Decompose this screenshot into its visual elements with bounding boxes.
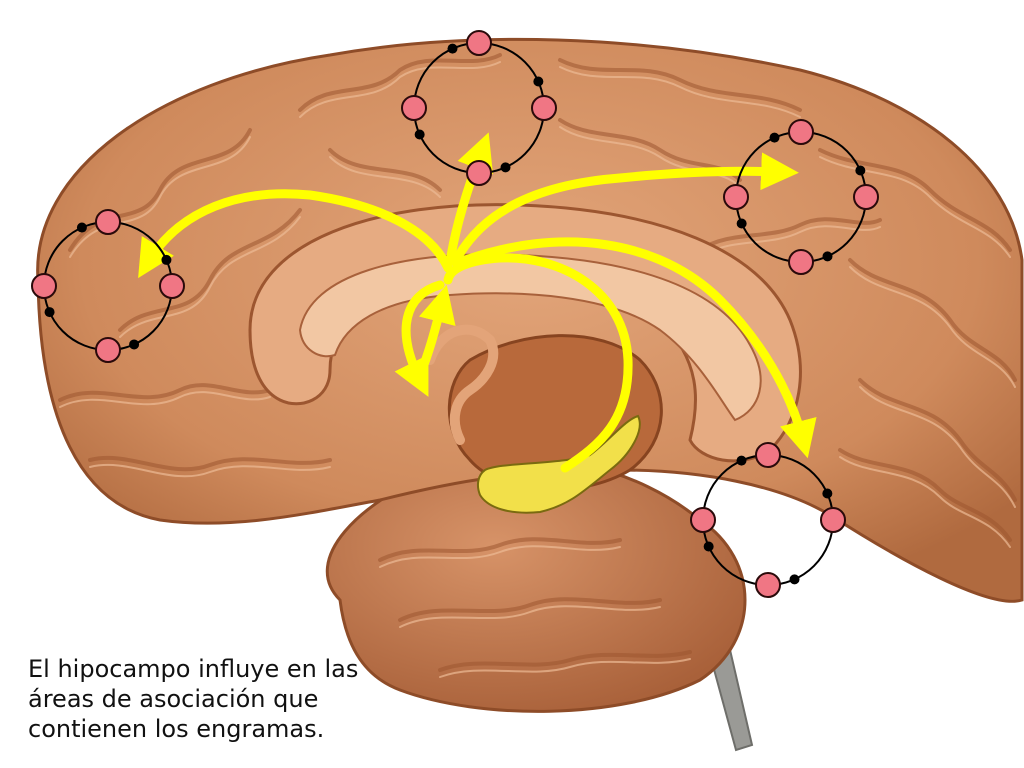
- neuron: [723, 184, 749, 210]
- gyrus-highlight-13: [379, 545, 621, 568]
- neuron: [159, 273, 185, 299]
- assembly-frontal: [31, 209, 185, 363]
- fornix: [425, 324, 499, 445]
- assembly-top: [401, 30, 557, 186]
- synapse-dot: [736, 218, 747, 229]
- neuron: [853, 184, 879, 210]
- arrow-to-diencephalon-up: [415, 284, 456, 380]
- sulcus-line-5: [848, 258, 1017, 382]
- synapse-dot: [855, 165, 866, 176]
- sulcus-line-8: [88, 455, 332, 472]
- synapse-dot: [533, 76, 544, 87]
- gyrus-highlight-2: [299, 61, 501, 118]
- assembly-parietal: [723, 119, 879, 275]
- sulcus-line-9: [328, 148, 442, 192]
- synapse-dot: [736, 455, 747, 466]
- sulcus-line-15: [438, 650, 692, 672]
- neuron: [95, 337, 121, 363]
- caption-line-2: áreas de asociación que: [28, 685, 319, 713]
- arrow-hippocampus-loop: [443, 253, 633, 473]
- gyrus-highlight-1: [119, 216, 301, 338]
- neuron: [31, 273, 57, 299]
- gyri-texture: [58, 53, 1017, 678]
- gyrus-highlight-15: [439, 658, 691, 678]
- gyrus-highlight-5: [849, 266, 1016, 388]
- caption-line-1: El hipocampo influye en las: [28, 655, 359, 683]
- neuron: [401, 95, 427, 121]
- neuron: [95, 209, 121, 235]
- gyrus-highlight-3: [559, 66, 801, 118]
- gyrus-highlight-12: [839, 456, 1011, 548]
- sulcus-line-11: [698, 217, 882, 252]
- synapse-dot: [822, 488, 833, 499]
- synapse-dot: [44, 307, 55, 318]
- sulcus-line-3: [558, 58, 802, 112]
- synapse-dot: [789, 574, 800, 585]
- sulcus-line-14: [398, 597, 662, 622]
- sulcus-line-12: [838, 448, 1012, 542]
- gyrus-highlight-6: [859, 386, 1016, 508]
- neuron: [755, 572, 781, 598]
- gyrus-highlight-4: [819, 156, 1011, 258]
- synapse-dot: [76, 222, 87, 233]
- sulcus-line-13: [378, 537, 622, 562]
- arrow-to-temporal-assembly: [455, 237, 817, 459]
- sulcus-line-2: [298, 53, 502, 112]
- neuron: [531, 95, 557, 121]
- arrow-to-frontal-assembly: [138, 189, 453, 279]
- synapse-dot: [161, 254, 172, 265]
- gyrus-highlight-9: [329, 156, 441, 198]
- neuron: [788, 119, 814, 145]
- caption-text: El hipocampo influye en las áreas de aso…: [28, 654, 408, 744]
- caption-line-3: contienen los engramas.: [28, 715, 325, 743]
- arrows-layer: [138, 132, 817, 473]
- gyrus-highlight-8: [89, 463, 331, 478]
- neuron: [466, 30, 492, 56]
- neuron: [788, 249, 814, 275]
- sulcus-line-1: [118, 208, 302, 332]
- neuron: [820, 507, 846, 533]
- neuron: [755, 442, 781, 468]
- synapse-dot: [414, 129, 425, 140]
- arrow-to-parietal-assembly: [450, 152, 799, 267]
- synapse-dot: [500, 162, 511, 173]
- synapse-dot: [129, 339, 140, 350]
- synapse-dot: [447, 43, 458, 54]
- gyrus-highlight-14: [399, 605, 661, 628]
- neuron: [466, 160, 492, 186]
- synapse-dot: [703, 541, 714, 552]
- synapse-dot: [822, 251, 833, 262]
- neuron-assemblies: [31, 30, 879, 598]
- sulcus-line-7: [58, 383, 272, 402]
- neuron: [690, 507, 716, 533]
- assembly-temporal: [690, 442, 846, 598]
- sulcus-line-6: [858, 378, 1017, 502]
- synapse-dot: [769, 132, 780, 143]
- gyrus-highlight-7: [59, 391, 271, 408]
